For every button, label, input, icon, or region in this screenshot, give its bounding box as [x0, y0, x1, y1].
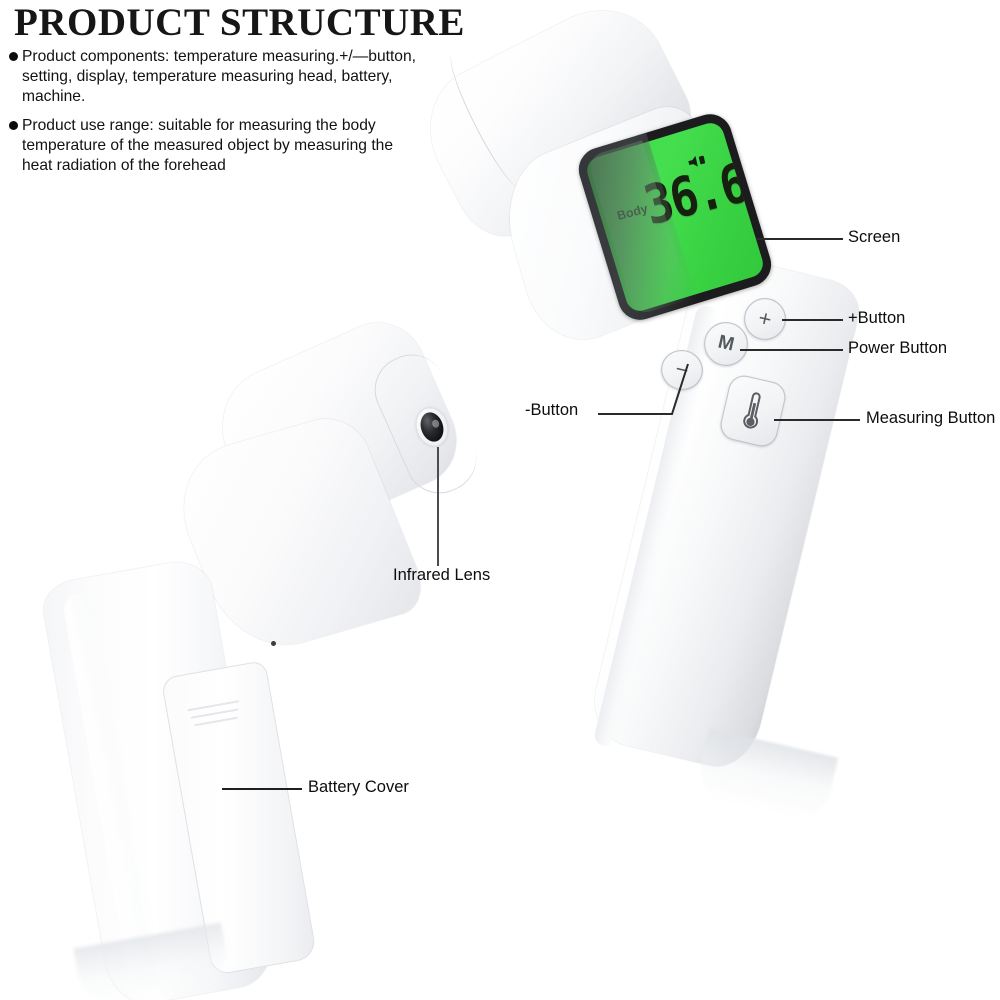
speaker-icon	[688, 155, 706, 167]
callout-label-plus: +Button	[848, 309, 906, 327]
bullet-item-use-range: Product use range: suitable for measurin…	[9, 116, 419, 176]
lcd-display: Body 36.6	[583, 119, 767, 315]
bullet-dot-icon	[9, 52, 18, 61]
bullet-dot-icon	[9, 121, 18, 130]
thermometer-icon	[743, 392, 761, 429]
callout-label-screen: Screen	[848, 228, 901, 246]
bullet-text: Product components: temperature measurin…	[22, 48, 416, 105]
battery-cover-ridge	[194, 716, 238, 727]
callout-label-measuring: Measuring Button	[866, 409, 996, 427]
callout-label-minus: -Button	[525, 401, 579, 419]
page-title: PRODUCT STRUCTURE	[14, 1, 465, 44]
callout-label-power: Power Button	[848, 339, 948, 357]
screen-bezel: Body 36.6	[573, 108, 777, 326]
measuring-button[interactable]	[717, 372, 789, 450]
bullet-item-components: Product components: temperature measurin…	[9, 47, 459, 107]
lens-specular-highlight	[431, 418, 441, 429]
callout-label-battery: Battery Cover	[308, 778, 409, 796]
bullet-text: Product use range: suitable for measurin…	[22, 117, 393, 174]
callout-label-lens: Infrared Lens	[393, 566, 491, 584]
screw-hole-icon	[271, 641, 276, 646]
infrared-lens-icon	[416, 409, 448, 445]
